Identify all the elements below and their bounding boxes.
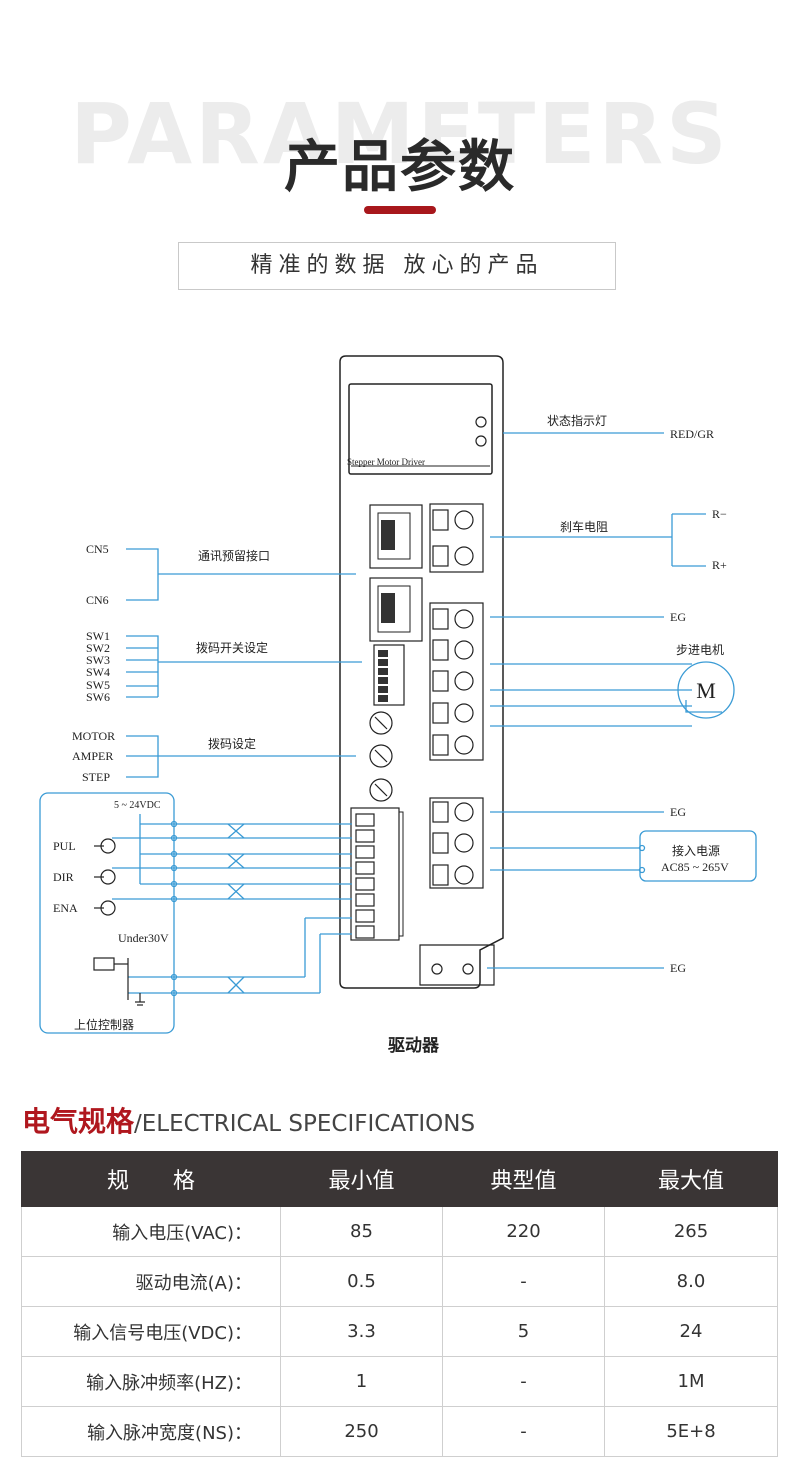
row-min: 0.5 xyxy=(280,1256,443,1307)
page-title: 产品参数 xyxy=(284,135,516,200)
dir-label: DIR xyxy=(53,870,74,884)
row-label: 驱动电流(A)： xyxy=(21,1256,281,1307)
sw5-label: SW5 xyxy=(86,678,110,692)
table-row: 输入信号电压(VDC)： 3.3 5 24 xyxy=(21,1306,778,1357)
subtitle: 精准的数据 放心的产品 xyxy=(178,242,616,290)
ena-label: ENA xyxy=(53,901,78,915)
specs-table: 规 格 最小值 典型值 最大值 输入电压(VAC)： 85 220 265 驱动… xyxy=(21,1151,778,1457)
row-max: 5E+8 xyxy=(604,1406,778,1457)
header-spec: 规 格 xyxy=(21,1151,281,1207)
under30v-label: Under30V xyxy=(118,931,169,945)
dial-setting-label: 拨码设定 xyxy=(208,736,256,751)
sw1-label: SW1 xyxy=(86,629,110,643)
controller-label: 上位控制器 xyxy=(74,1017,134,1032)
specs-title: 电气规格/ELECTRICAL SPECIFICATIONS xyxy=(22,1100,475,1144)
status-led-value: RED/GR xyxy=(670,427,714,441)
row-typ: - xyxy=(442,1356,605,1407)
row-label: 输入电压(VAC)： xyxy=(21,1206,281,1257)
sw4-label: SW4 xyxy=(86,665,110,679)
driver-caption: 驱动器 xyxy=(388,1036,440,1056)
motor-label: MOTOR xyxy=(72,729,115,743)
comm-port-label: 通讯预留接口 xyxy=(198,548,270,563)
row-label: 输入脉冲频率(HZ)： xyxy=(21,1356,281,1407)
sw2-label: SW2 xyxy=(86,641,110,655)
step-label: STEP xyxy=(82,770,110,784)
row-min: 250 xyxy=(280,1406,443,1457)
background-title: PARAMETERS xyxy=(70,85,730,183)
pul-label: PUL xyxy=(53,839,76,853)
supply-label: 5 ~ 24VDC xyxy=(114,800,161,811)
table-row: 输入电压(VAC)： 85 220 265 xyxy=(21,1206,778,1257)
row-max: 24 xyxy=(604,1306,778,1357)
row-typ: - xyxy=(442,1406,605,1457)
row-max: 265 xyxy=(604,1206,778,1257)
sw6-label: SW6 xyxy=(86,690,110,704)
cn5-label: CN5 xyxy=(86,542,109,556)
row-typ: 220 xyxy=(442,1206,605,1257)
row-min: 3.3 xyxy=(280,1306,443,1357)
stepper-motor-label: 步进电机 xyxy=(676,643,724,657)
power-in-label: 接入电源 xyxy=(672,843,720,858)
row-min: 85 xyxy=(280,1206,443,1257)
r-plus-label: R+ xyxy=(712,558,727,572)
header-max: 最大值 xyxy=(604,1151,778,1207)
r-minus-label: R− xyxy=(712,507,727,521)
power-range-label: AC85 ~ 265V xyxy=(661,860,729,874)
cn6-label: CN6 xyxy=(86,593,109,607)
row-typ: 5 xyxy=(442,1306,605,1357)
header-typ: 典型值 xyxy=(442,1151,605,1207)
table-row: 输入脉冲宽度(NS)： 250 - 5E+8 xyxy=(21,1406,778,1457)
driver-body xyxy=(339,355,504,989)
row-typ: - xyxy=(442,1256,605,1307)
sw3-label: SW3 xyxy=(86,653,110,667)
eg-label-power: EG xyxy=(670,805,686,819)
row-min: 1 xyxy=(280,1356,443,1407)
dip-switch-label: 拨码开关设定 xyxy=(196,640,268,655)
row-label: 输入脉冲宽度(NS)： xyxy=(21,1406,281,1457)
row-label: 输入信号电压(VDC)： xyxy=(21,1306,281,1357)
header-min: 最小值 xyxy=(280,1151,443,1207)
specs-title-en: /ELECTRICAL SPECIFICATIONS xyxy=(134,1111,476,1137)
row-max: 1M xyxy=(604,1356,778,1407)
wiring-diagram: M Stepper Motor Driver 状态指示灯 RED/GR 刹车电阻… xyxy=(39,355,757,1056)
table-row: 输入脉冲频率(HZ)： 1 - 1M xyxy=(21,1356,778,1407)
specs-title-cn: 电气规格 xyxy=(22,1105,135,1138)
brake-resistor-label: 刹车电阻 xyxy=(560,519,608,534)
status-led-label: 状态指示灯 xyxy=(547,413,607,428)
row-max: 8.0 xyxy=(604,1256,778,1307)
amper-label: AMPER xyxy=(72,749,113,763)
table-row: 驱动电流(A)： 0.5 - 8.0 xyxy=(21,1256,778,1307)
eg-label-chassis: EG xyxy=(670,961,686,975)
motor-symbol: M xyxy=(696,678,716,703)
device-label: Stepper Motor Driver xyxy=(347,457,425,467)
eg-label-motor: EG xyxy=(670,610,686,624)
title-underline xyxy=(364,206,436,214)
table-header-row: 规 格 最小值 典型值 最大值 xyxy=(21,1151,778,1207)
